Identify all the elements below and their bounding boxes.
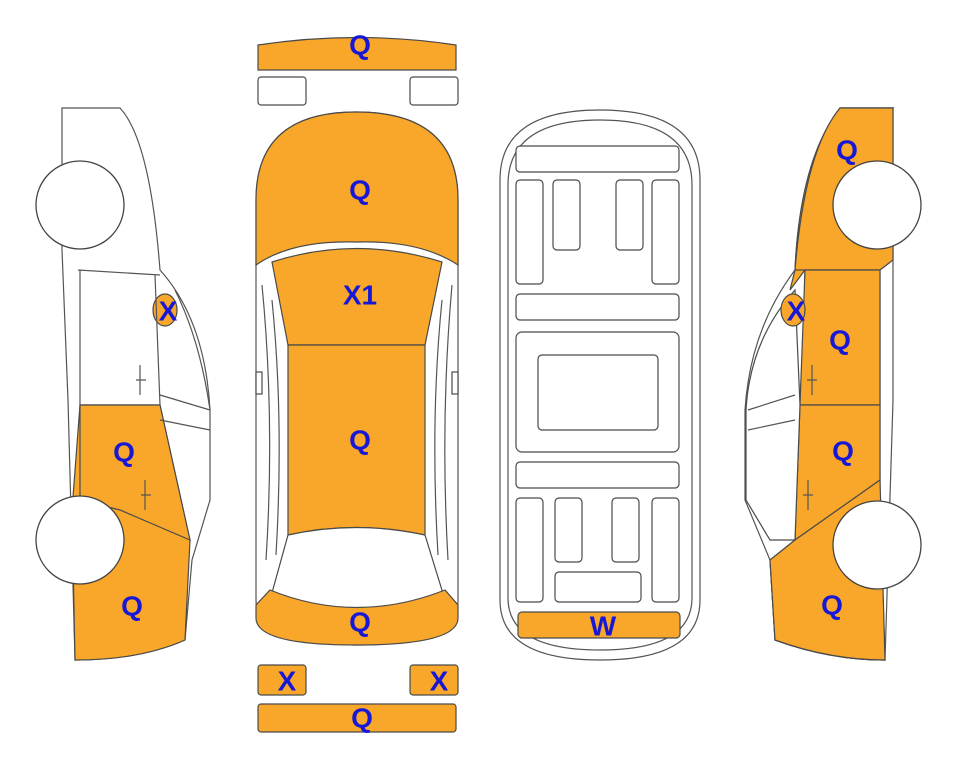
right-headlight-mark: X (430, 666, 449, 697)
right-window-glass (745, 288, 801, 541)
hood-mark: Q (349, 607, 371, 638)
front-bumper-mark: Q (351, 703, 373, 734)
left-rear-wheel (35, 160, 125, 250)
left-headlight-mark: X (278, 666, 297, 697)
left-pillar-line (174, 289, 211, 411)
under-panel-rr (651, 179, 680, 285)
underbody-front-mark: W (590, 611, 617, 642)
under-panel-mid-cross (515, 293, 680, 321)
top-left-side-lines (261, 284, 280, 561)
left-front-fender-mark: Q (121, 591, 143, 622)
trunk-lid-mark: Q (349, 175, 371, 206)
left-side-view: X Q Q (35, 107, 211, 661)
left-window-line (77, 269, 211, 431)
right-rear-door-handle (807, 365, 817, 395)
rear-window-roof[interactable] (271, 247, 443, 346)
trunk-lid[interactable] (255, 111, 459, 267)
right-window-lines (747, 394, 796, 431)
right-front-door-mark: Q (832, 436, 854, 467)
front-bumper[interactable] (257, 703, 457, 733)
under-panel-rr2 (615, 179, 644, 251)
underbody-outline (499, 109, 701, 661)
under-panel-fr (651, 497, 680, 603)
underbody-view: W (499, 109, 701, 661)
right-front-fender-mark: Q (821, 590, 843, 621)
top-left-mirror (255, 371, 263, 395)
right-tail-light (409, 76, 459, 106)
left-headlight[interactable] (257, 664, 307, 696)
under-panel-rl2 (552, 179, 581, 251)
right-rear-door-mark: Q (829, 325, 851, 356)
hood[interactable] (255, 589, 459, 646)
top-right-side-lines (434, 284, 453, 561)
top-view: Q Q X1 Q Q X X Q (255, 30, 459, 734)
left-tail-light (257, 76, 307, 106)
under-panel-front-small (554, 571, 642, 603)
left-front-wheel (35, 495, 125, 585)
left-mirror-mark: X (159, 296, 178, 327)
right-rear-wheel (832, 160, 922, 250)
rear-bumper-mark: Q (349, 30, 371, 61)
rear-bumper[interactable] (257, 36, 457, 71)
right-headlight[interactable] (409, 664, 459, 696)
left-front-door-handle (141, 480, 151, 510)
under-panel-center (537, 354, 659, 431)
right-front-wheel (832, 500, 922, 590)
under-panel-fl (515, 497, 544, 603)
under-panel-rl (515, 179, 544, 285)
left-rear-door-handle (136, 365, 146, 395)
under-panel-rear-cross (515, 145, 680, 173)
under-panel-fr2 (611, 497, 640, 563)
right-side-view: Q X Q Q Q (744, 107, 922, 661)
right-front-door-handle (803, 480, 813, 510)
left-mirror[interactable] (152, 293, 178, 327)
right-rear-quarter-mark: Q (836, 135, 858, 166)
right-mirror[interactable] (780, 293, 806, 327)
rear-window-mark: X1 (343, 280, 377, 311)
under-panel-front-cross (515, 461, 680, 489)
right-mirror-mark: X (787, 296, 806, 327)
underbody-inner-outline (507, 119, 693, 651)
top-right-mirror (451, 371, 459, 395)
roof-mark: Q (349, 425, 371, 456)
left-front-door-mark: Q (113, 437, 135, 468)
under-front-crossmember[interactable] (517, 611, 681, 639)
under-panel-fl2 (554, 497, 583, 563)
